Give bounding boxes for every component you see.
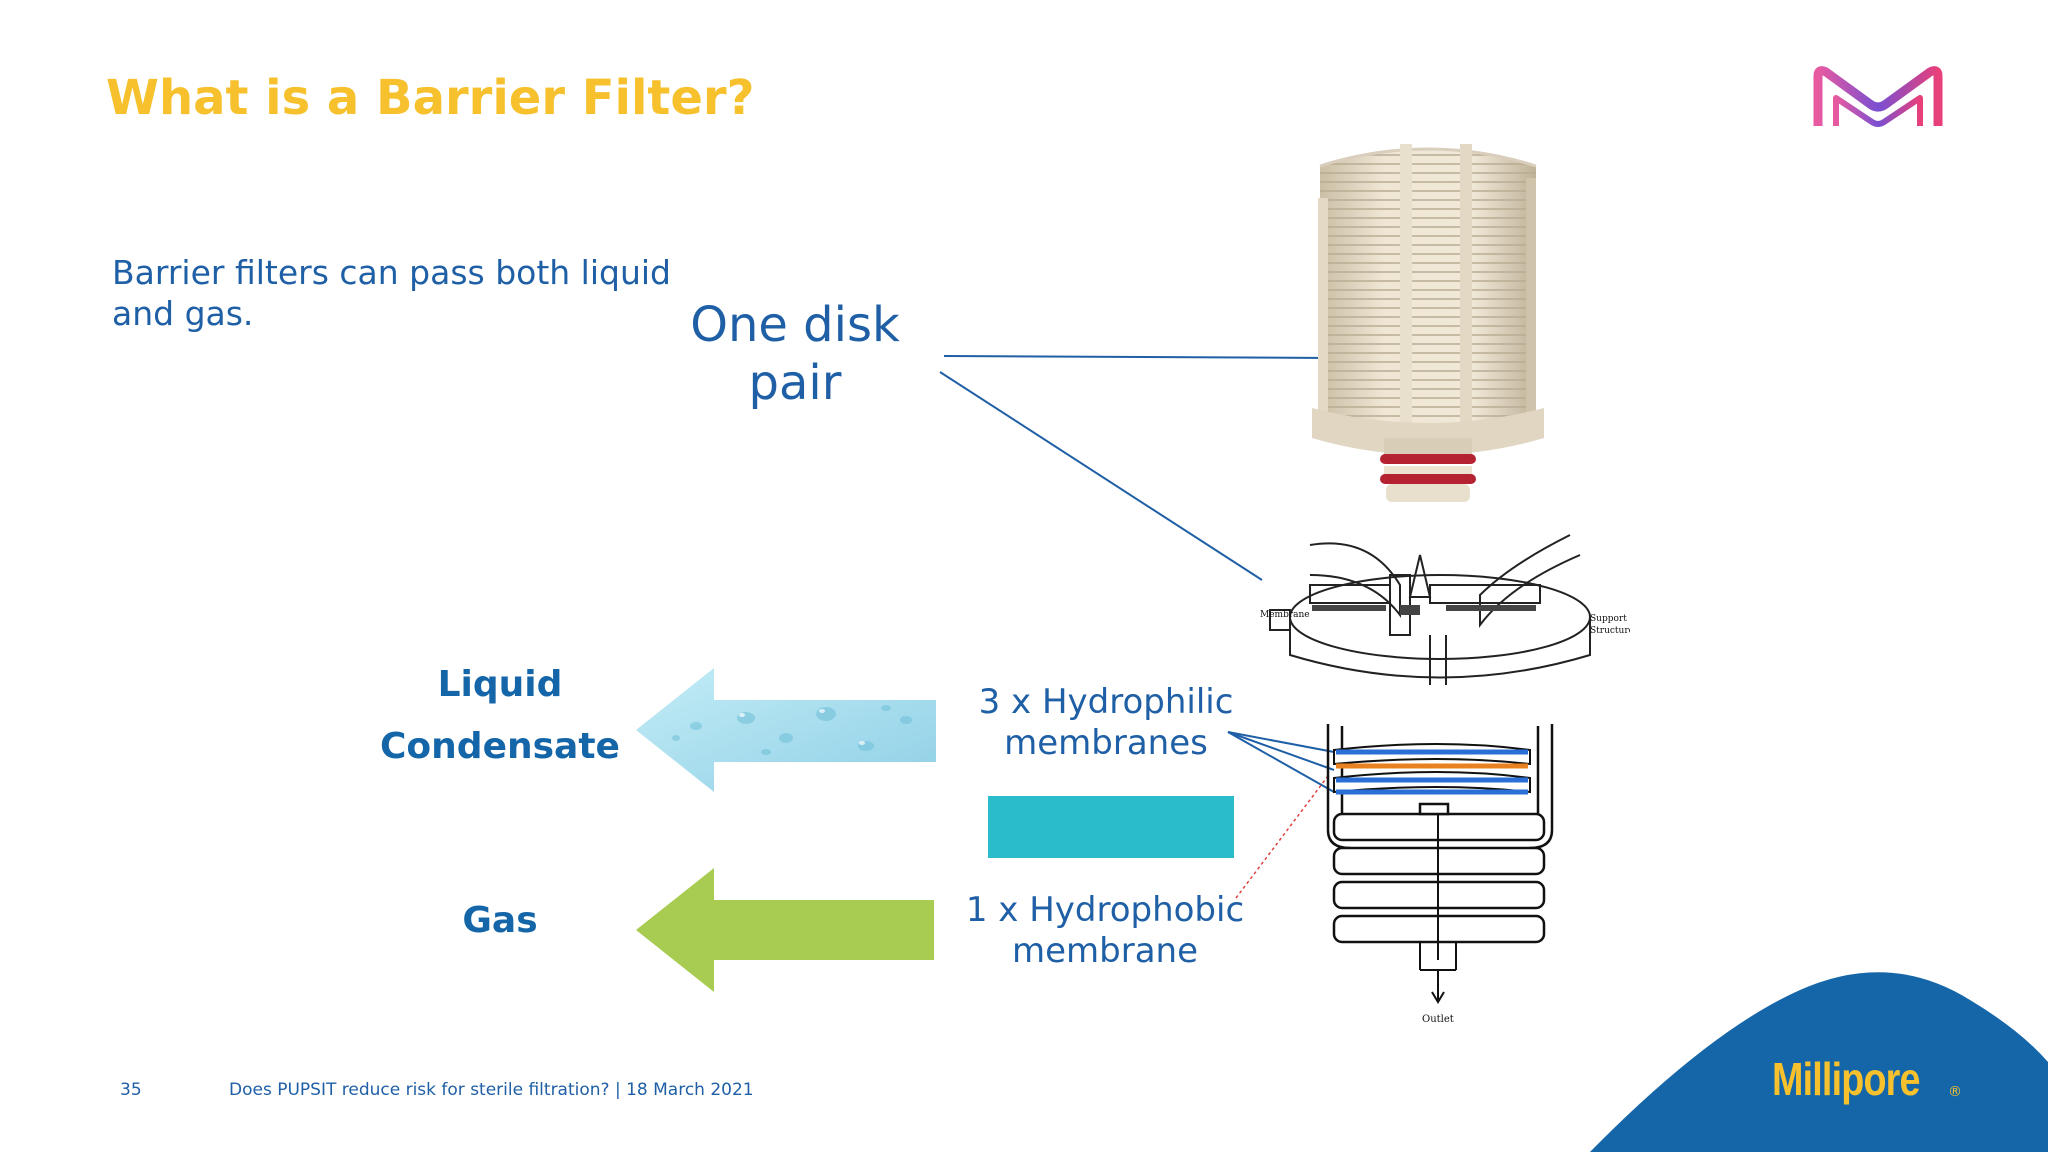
millipore-brand: Millipore bbox=[1772, 1053, 1921, 1105]
footer-text: Does PUPSIT reduce risk for sterile filt… bbox=[229, 1080, 754, 1100]
membrane-label: Membrane bbox=[1260, 610, 1310, 620]
corner-wave-shape bbox=[1590, 972, 2048, 1152]
filter-cartridge-image bbox=[1312, 144, 1544, 502]
liquid-label: Liquid bbox=[437, 664, 563, 705]
stacked-disks-diagram: Outlet bbox=[1326, 724, 1554, 1025]
hydrophilic-label-line2: membranes bbox=[1004, 723, 1208, 763]
teal-separator-box bbox=[988, 796, 1234, 858]
slide-title: What is a Barrier Filter? bbox=[106, 70, 755, 126]
hydrophobic-label-line2: membrane bbox=[1011, 931, 1199, 971]
hydrophilic-label-line1: 3 x Hydrophilic bbox=[978, 682, 1234, 722]
gas-label: Gas bbox=[462, 900, 538, 941]
disk-cross-section-diagram: Membrane Support Structure bbox=[1260, 534, 1630, 685]
intro-text: Barrier filters can pass both liquid and… bbox=[112, 253, 672, 333]
liquid-arrow bbox=[636, 668, 936, 792]
page-number: 35 bbox=[120, 1080, 142, 1100]
brand-registered-mark: ® bbox=[1948, 1084, 1962, 1100]
one-disk-pair-label: One disk pair bbox=[690, 297, 900, 411]
hydrophobic-label-line1: 1 x Hydrophobic bbox=[965, 890, 1245, 930]
outlet-label: Outlet bbox=[1422, 1014, 1454, 1025]
support-label-line1: Support bbox=[1590, 614, 1627, 624]
gas-arrow bbox=[636, 868, 934, 992]
merck-logo-icon bbox=[1813, 66, 1943, 127]
condensate-label: Condensate bbox=[380, 726, 620, 767]
support-label-line2: Structure bbox=[1590, 626, 1630, 636]
